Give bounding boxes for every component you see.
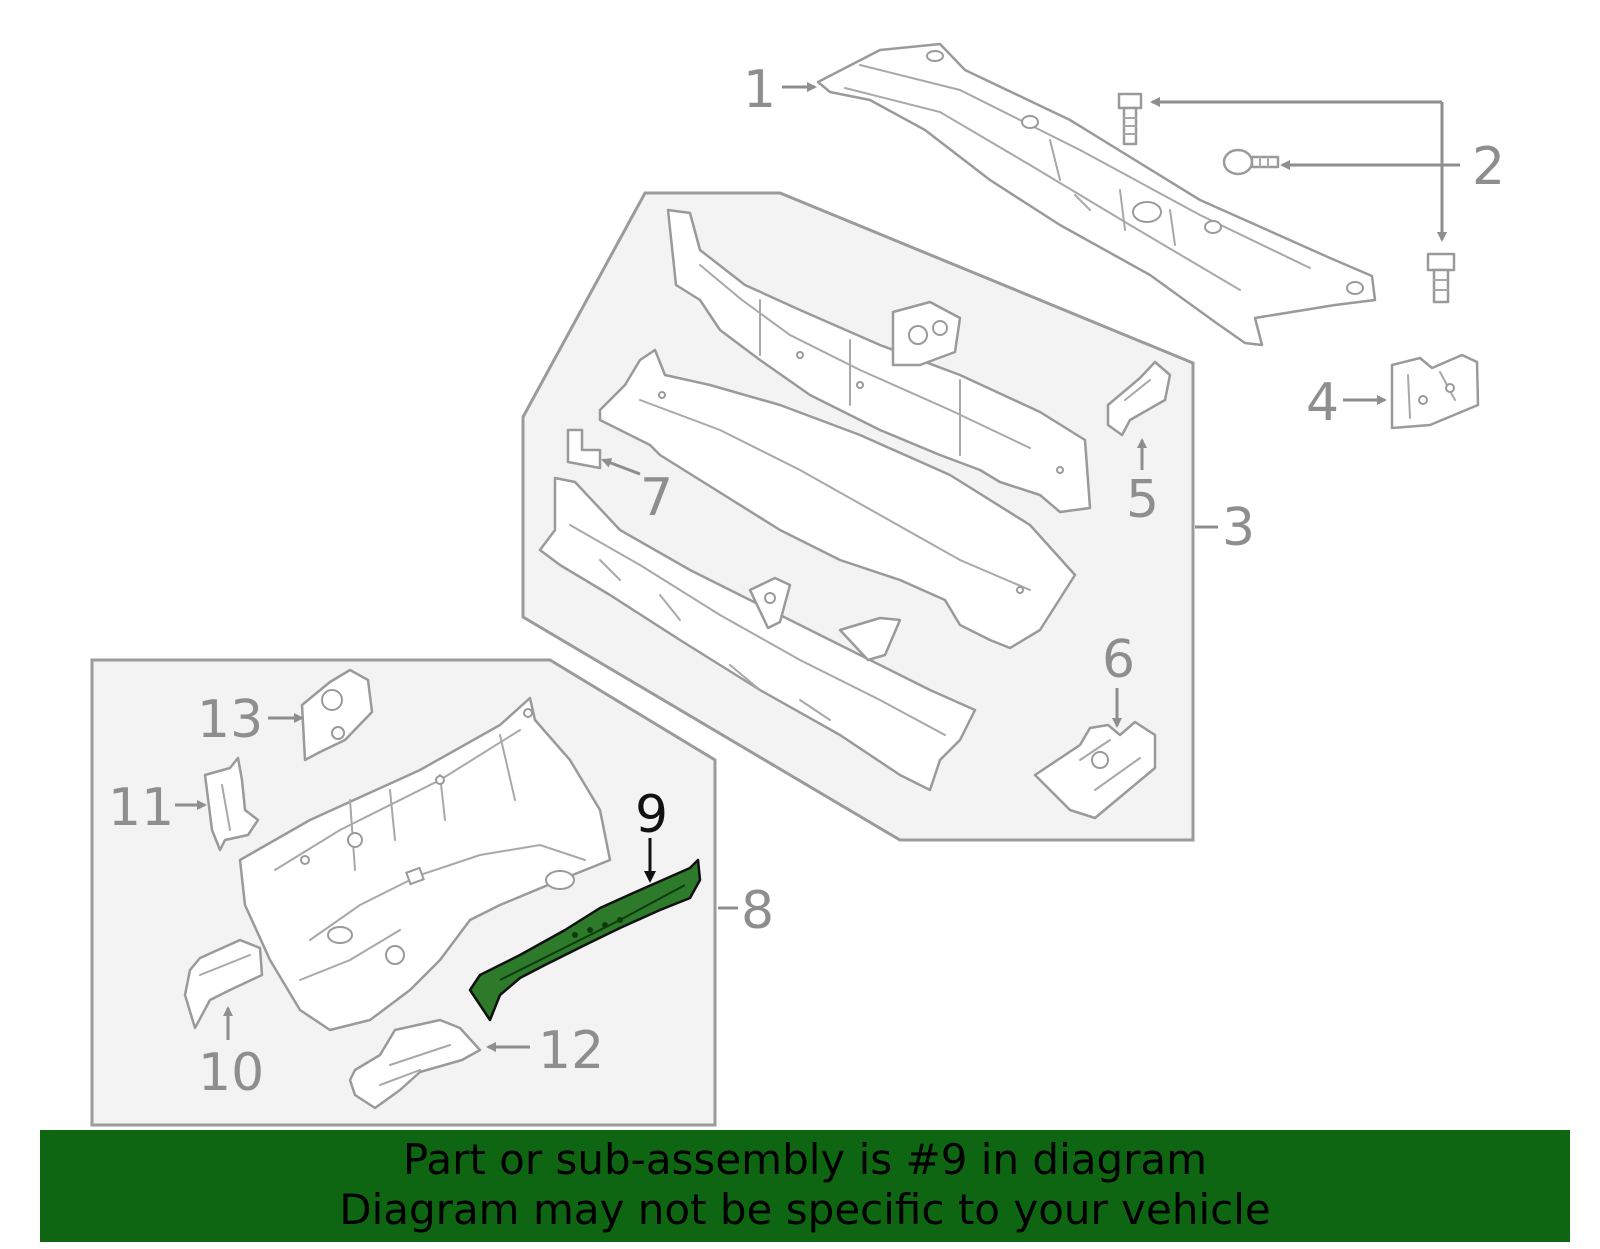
bolt-b: [1222, 148, 1280, 176]
callout-12: 12: [538, 1021, 604, 1081]
part-5-gusset[interactable]: [1106, 360, 1172, 437]
callout-5: 5: [1126, 470, 1159, 530]
callout-1: 1: [743, 60, 776, 120]
callout-4: 4: [1306, 373, 1339, 433]
leader-7: [601, 458, 641, 476]
callout-8: 8: [741, 881, 774, 941]
callout-9: 9: [635, 785, 668, 845]
banner-line-1: Part or sub-assembly is #9 in diagram: [402, 1135, 1208, 1184]
part-13-plate[interactable]: [300, 668, 374, 762]
part-12-crossmember[interactable]: [348, 1018, 482, 1110]
part-3-cowl-middle[interactable]: [598, 348, 1077, 650]
part-3-mount-bracket[interactable]: [891, 300, 962, 367]
part-11-bracket[interactable]: [203, 756, 260, 852]
part-8-dash-floor[interactable]: [238, 696, 612, 1032]
callout-3: 3: [1222, 498, 1255, 558]
part-3-small-bracket-a[interactable]: [748, 576, 792, 630]
callout-6: 6: [1102, 630, 1135, 690]
part-9-highlighted[interactable]: [468, 858, 702, 1022]
banner-line-2: Diagram may not be specific to your vehi…: [339, 1185, 1271, 1234]
part-10-reinforcement[interactable]: [183, 938, 264, 1030]
part-7-clip[interactable]: [566, 428, 602, 470]
bolt-a: [1117, 92, 1143, 146]
callout-11: 11: [108, 778, 174, 838]
part-3-cowl-lower[interactable]: [538, 476, 977, 792]
part-1-upper-cowl[interactable]: [816, 42, 1377, 347]
callout-7: 7: [640, 468, 673, 528]
part-3-small-bracket-b[interactable]: [838, 616, 902, 662]
info-banner: Part or sub-assembly is #9 in diagram Di…: [40, 1130, 1570, 1242]
callout-13: 13: [197, 690, 263, 750]
part-4-bracket[interactable]: [1390, 353, 1480, 430]
part-6-support[interactable]: [1033, 720, 1157, 820]
bolt-c: [1426, 252, 1456, 304]
callout-2: 2: [1472, 137, 1505, 197]
part-2-bolts[interactable]: [1117, 92, 1456, 304]
callout-10: 10: [198, 1043, 264, 1103]
part-3-dash-panel-upper[interactable]: [666, 208, 1092, 514]
